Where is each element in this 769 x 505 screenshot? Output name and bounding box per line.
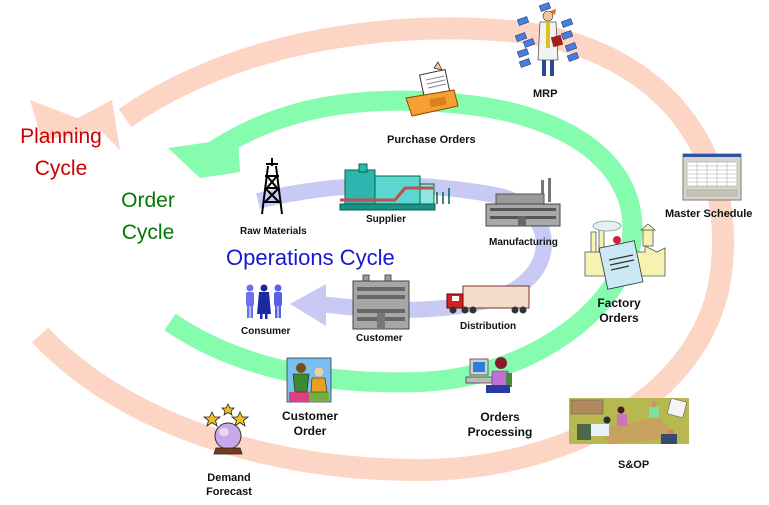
factory-orders-label: Factory Orders [594,296,644,326]
order-document-icon [584,220,666,290]
demand-forecast-label: Demand Forecast [199,471,259,499]
planning-cycle-band [31,17,735,482]
raw-materials-label: Raw Materials [240,226,307,237]
office-building-icon [352,274,410,330]
customer-label: Customer [356,333,403,344]
truck-icon [446,285,530,314]
planner-person-icon [514,2,580,76]
planning-cycle-arrowhead-tip [30,100,103,141]
customer-order-label-line2: Order [293,424,327,438]
orders-processing-label-line1: Orders [480,410,520,424]
order-cycle-title-line2: Cycle [121,221,175,244]
spreadsheet-window-icon [682,153,742,201]
factory-orders-label-line1: Factory [597,296,641,310]
order-cycle-title: Order Cycle [110,185,186,249]
planning-cycle-arrow [30,17,735,482]
planning-cycle-title-line2: Cycle [34,157,88,180]
sop-label: S&OP [618,459,650,471]
order-cycle-arrowhead [168,138,240,178]
crystal-ball-icon [202,403,250,455]
master-schedule-label: Master Schedule [665,208,753,220]
oil-derrick-icon [261,158,283,215]
factory-orders-label-line2: Orders [599,311,639,325]
consumer-label: Consumer [241,326,291,337]
handshake-people-icon [286,357,332,403]
orders-processing-label-line2: Processing [467,425,533,439]
mrp-label: MRP [533,88,558,100]
orders-processing-label: Orders Processing [466,410,534,440]
refinery-plant-icon [339,163,450,211]
computer-user-icon [465,357,512,393]
demand-forecast-label-line1: Demand [207,472,251,484]
customer-order-label: Customer Order [280,409,340,439]
operations-cycle-title: Operations Cycle [226,245,395,270]
meeting-room-icon [569,397,689,444]
planning-cycle-title-line1: Planning [20,125,102,148]
planning-cycle-title: Planning Cycle [6,121,116,185]
distribution-label: Distribution [460,321,517,332]
operations-cycle-arrowhead [290,284,326,326]
supplier-label: Supplier [366,214,407,225]
manufacturing-label: Manufacturing [489,237,558,248]
demand-forecast-label-line2: Forecast [206,486,252,498]
fax-machine-icon [405,61,459,117]
purchase-orders-label: Purchase Orders [387,134,476,146]
customer-order-label-line1: Customer [281,409,338,423]
people-icon [246,284,282,319]
factory-building-icon [485,178,561,227]
order-cycle-title-line1: Order [121,189,175,212]
